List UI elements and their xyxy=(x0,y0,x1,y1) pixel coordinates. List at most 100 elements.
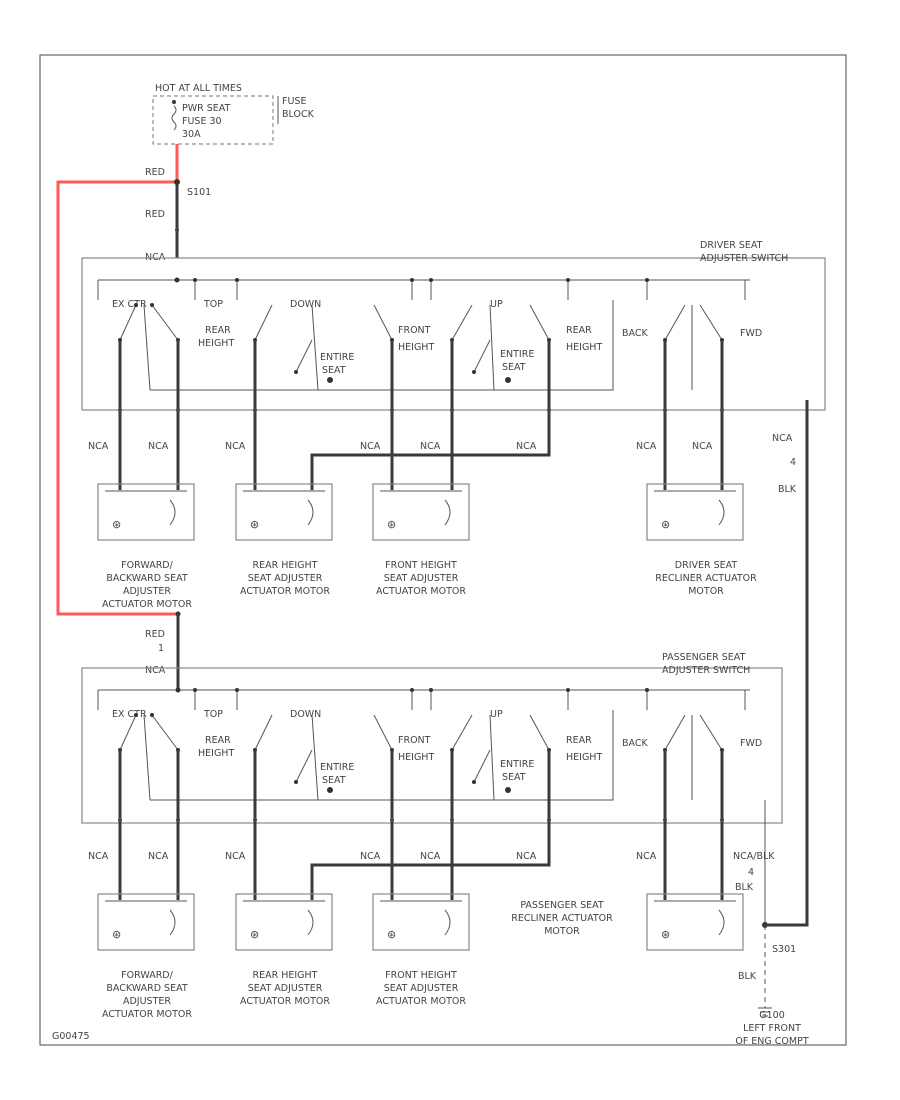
switch-title: PASSENGER SEAT xyxy=(662,652,746,663)
svg-text:ACTUATOR MOTOR: ACTUATOR MOTOR xyxy=(376,996,466,1007)
wire-color-label: NCA xyxy=(516,851,537,862)
contact-label: HEIGHT xyxy=(398,752,434,763)
svg-text:BACKWARD SEAT: BACKWARD SEAT xyxy=(106,983,187,994)
bus-taps xyxy=(97,687,746,710)
wire-color-label: NCA xyxy=(636,441,657,452)
recliner-motor: ⊛ xyxy=(646,893,744,951)
contact-label: BACK xyxy=(622,328,648,339)
contact-label: HEIGHT xyxy=(198,748,234,759)
hot-feed: RED S101 RED NCA xyxy=(56,144,211,616)
contact-label: SEAT xyxy=(502,362,526,373)
passenger-feed-wire xyxy=(56,180,178,616)
wire-color-label: BLK xyxy=(738,971,757,982)
svg-text:SEAT ADJUSTER: SEAT ADJUSTER xyxy=(384,983,459,994)
motor-icon: ⊛ xyxy=(112,928,121,941)
splice-label: S101 xyxy=(187,187,211,198)
front-height-seat-motor: ⊛ xyxy=(372,483,470,541)
diagram-frame xyxy=(39,54,847,1046)
forward-backward-seat-motor: ⊛ xyxy=(97,893,195,951)
svg-text:RECLINER ACTUATOR: RECLINER ACTUATOR xyxy=(511,913,613,924)
fuse-number-label: FUSE 30 xyxy=(182,116,222,127)
contact-label: DOWN xyxy=(290,709,321,720)
motor-wires xyxy=(118,340,724,490)
contact-label: ENTIRE xyxy=(320,352,354,363)
contact-label: SEAT xyxy=(502,772,526,783)
ground-label: G100 xyxy=(759,1010,785,1021)
fuse-block-label-2: BLOCK xyxy=(282,109,315,120)
svg-text:MOTOR: MOTOR xyxy=(544,926,580,937)
svg-text:ACTUATOR MOTOR: ACTUATOR MOTOR xyxy=(376,586,466,597)
svg-text:DRIVER SEAT: DRIVER SEAT xyxy=(675,560,738,571)
svg-text:REAR HEIGHT: REAR HEIGHT xyxy=(253,560,318,571)
motor-icon: ⊛ xyxy=(661,518,670,531)
contact-label: FRONT xyxy=(398,735,431,746)
contact-label: DOWN xyxy=(290,299,321,310)
wire-color-label: NCA xyxy=(88,441,109,452)
contact-label: HEIGHT xyxy=(198,338,234,349)
fuse-icon xyxy=(171,105,177,131)
svg-text:ACTUATOR MOTOR: ACTUATOR MOTOR xyxy=(102,599,192,610)
wire-color-label: NCA xyxy=(360,851,381,862)
ground-circuit: S301 BLK G100 LEFT FRONT OF ENG COMPT xyxy=(735,922,809,1047)
svg-text:ADJUSTER: ADJUSTER xyxy=(123,586,171,597)
motor-labels: FORWARD/ BACKWARD SEAT ADJUSTER ACTUATOR… xyxy=(102,560,757,610)
contact-label: EX CTR xyxy=(112,299,147,310)
rear-height-seat-motor: ⊛ xyxy=(235,483,333,541)
wire-color-label: NCA xyxy=(225,851,246,862)
motor-icon: ⊛ xyxy=(250,518,259,531)
wire-color-label: RED xyxy=(145,209,165,220)
svg-text:BACKWARD SEAT: BACKWARD SEAT xyxy=(106,573,187,584)
splice-label: S301 xyxy=(772,944,796,955)
svg-text:ACTUATOR MOTOR: ACTUATOR MOTOR xyxy=(102,1009,192,1020)
motor-icon: ⊛ xyxy=(387,928,396,941)
bus-taps xyxy=(97,277,746,300)
contact-label: REAR xyxy=(205,325,231,336)
rear-height-seat-motor: ⊛ xyxy=(235,893,333,951)
fuse-block: HOT AT ALL TIMES PWR SEAT FUSE 30 30A FU… xyxy=(152,83,315,145)
svg-text:FRONT HEIGHT: FRONT HEIGHT xyxy=(385,970,457,981)
contact-label: HEIGHT xyxy=(566,752,602,763)
forward-backward-seat-motor: ⊛ xyxy=(97,483,195,541)
contact-label: FWD xyxy=(740,738,762,749)
svg-text:ACTUATOR MOTOR: ACTUATOR MOTOR xyxy=(240,996,330,1007)
wire-color-label: RED xyxy=(145,167,165,178)
svg-text:FRONT HEIGHT: FRONT HEIGHT xyxy=(385,560,457,571)
passenger-seat-adjuster-switch: PASSENGER SEAT ADJUSTER SWITCH EX CTR TO… xyxy=(81,652,783,1020)
switch-contacts xyxy=(118,300,724,391)
svg-text:FORWARD/: FORWARD/ xyxy=(121,560,173,571)
motor-labels: FORWARD/ BACKWARD SEAT ADJUSTER ACTUATOR… xyxy=(102,970,466,1020)
wire-color-label: NCA xyxy=(636,851,657,862)
svg-text:RECLINER ACTUATOR: RECLINER ACTUATOR xyxy=(655,573,757,584)
recliner-motor-label: PASSENGER SEAT RECLINER ACTUATOR MOTOR xyxy=(511,900,613,937)
svg-text:4: 4 xyxy=(790,457,796,468)
ground-icon xyxy=(758,1007,772,1017)
wire-color-label: BLK xyxy=(735,882,754,893)
svg-text:REAR HEIGHT: REAR HEIGHT xyxy=(253,970,318,981)
switch-title: DRIVER SEAT xyxy=(700,240,763,251)
svg-text:ACTUATOR MOTOR: ACTUATOR MOTOR xyxy=(240,586,330,597)
fuse-rating-label: 30A xyxy=(182,129,201,140)
contact-label: ENTIRE xyxy=(500,759,534,770)
contact-label: ENTIRE xyxy=(500,349,534,360)
svg-text:PASSENGER SEAT: PASSENGER SEAT xyxy=(520,900,604,911)
recliner-motor: ⊛ xyxy=(646,483,744,541)
contact-label: REAR xyxy=(566,735,592,746)
svg-text:NCA: NCA xyxy=(145,665,166,676)
motor-icon: ⊛ xyxy=(112,518,121,531)
contact-label: REAR xyxy=(205,735,231,746)
switch-title: ADJUSTER SWITCH xyxy=(662,665,750,676)
contact-label: BACK xyxy=(622,738,648,749)
svg-text:SEAT ADJUSTER: SEAT ADJUSTER xyxy=(248,983,323,994)
splice-s101 xyxy=(174,179,180,185)
front-height-seat-motor: ⊛ xyxy=(372,893,470,951)
diagram-code: G00475 xyxy=(52,1031,90,1042)
contact-label: HEIGHT xyxy=(566,342,602,353)
wire-color-label: NCA xyxy=(88,851,109,862)
svg-text:4: 4 xyxy=(748,867,754,878)
wire-color-label: NCA/BLK xyxy=(733,851,775,862)
wire-color-label: NCA xyxy=(148,851,169,862)
contact-label: TOP xyxy=(203,299,223,310)
contact-label: EX CTR xyxy=(112,709,147,720)
contact-label: REAR xyxy=(566,325,592,336)
